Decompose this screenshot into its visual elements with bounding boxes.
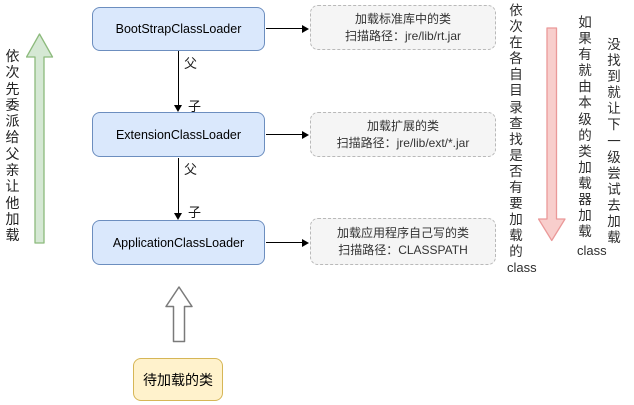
desc-connector-2-line	[266, 134, 303, 135]
application-desc-box: 加载应用程序自己写的类 扫描路径：CLASSPATH	[310, 218, 496, 265]
child-label-1: 子	[188, 99, 202, 114]
extension-desc-box: 加载扩展的类 扫描路径：jre/lib/ext/*.jar	[310, 112, 496, 157]
connector-1-2-line	[178, 51, 179, 105]
extension-classloader-box: ExtensionClassLoader	[92, 112, 265, 157]
desc-connector-1-arrowhead-icon	[302, 25, 309, 33]
bootstrap-desc-path: 扫描路径：jre/lib/rt.jar	[344, 28, 461, 43]
extension-classloader-label: ExtensionClassLoader	[115, 127, 242, 142]
bootstrap-classloader-label: BootStrapClassLoader	[115, 22, 242, 36]
desc-connector-3-line	[266, 242, 303, 243]
extension-desc-path: 扫描路径：jre/lib/ext/*.jar	[336, 135, 470, 150]
pending-class-label: 待加载的类	[143, 371, 213, 388]
desc-connector-3-arrowhead-icon	[302, 239, 309, 247]
connector-2-3-arrowhead-icon	[174, 213, 182, 220]
pending-up-arrow	[165, 286, 193, 343]
lookup-note-2: 如果有就由本级的类加载器加载	[578, 15, 592, 240]
bootstrap-desc-box: 加载标准库中的类 扫描路径：jre/lib/rt.jar	[310, 5, 496, 50]
application-desc-path: 扫描路径：CLASSPATH	[338, 242, 468, 257]
application-desc-title: 加载应用程序自己写的类	[336, 225, 469, 240]
bootstrap-desc-title: 加载标准库中的类	[354, 11, 451, 26]
delegation-note-left: 依次先委派给父亲让他加载	[5, 48, 20, 244]
lookup-note-3: 没找到就让下一级尝试去加载	[607, 37, 621, 246]
bootstrap-classloader-box: BootStrapClassLoader	[92, 7, 265, 51]
delegate-up-arrow	[26, 33, 54, 244]
extension-desc-title: 加载扩展的类	[366, 118, 439, 133]
application-classloader-label: ApplicationClassLoader	[112, 235, 245, 250]
connector-2-3-line	[178, 158, 179, 213]
desc-connector-2-arrowhead-icon	[302, 131, 309, 139]
parent-label-1: 父	[184, 56, 198, 71]
child-label-2: 子	[188, 205, 202, 220]
application-classloader-box: ApplicationClassLoader	[92, 220, 265, 265]
lookup-note-1: 依次在各自目录查找是否有要加载的	[509, 3, 523, 260]
pending-class-box: 待加载的类	[133, 358, 223, 401]
lookup-note-2-suffix: class	[577, 243, 607, 258]
desc-connector-1-line	[266, 28, 303, 29]
lookup-note-1-suffix: class	[507, 260, 537, 275]
connector-1-2-arrowhead-icon	[174, 105, 182, 112]
parent-label-2: 父	[184, 162, 198, 177]
lookup-down-arrow	[538, 27, 566, 242]
